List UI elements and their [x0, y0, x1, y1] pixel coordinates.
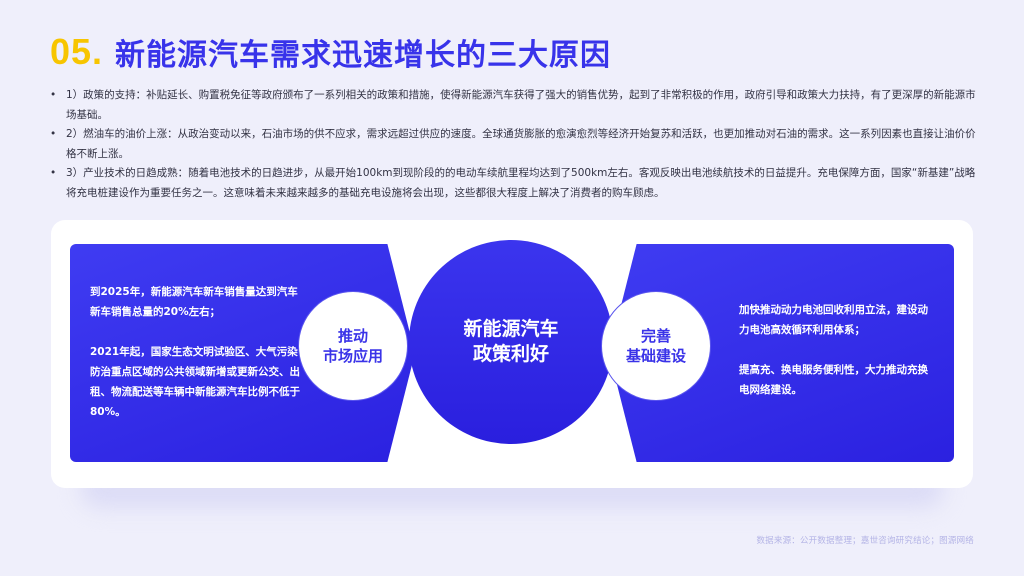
slide-title: 新能源汽车需求迅速增长的三大原因: [115, 38, 612, 73]
slide-header: 05. 新能源汽车需求迅速增长的三大原因: [50, 30, 611, 74]
center-circle: 新能源汽车 政策利好: [409, 240, 613, 444]
center-circle-line: 政策利好: [472, 343, 549, 365]
right-panel-para: 加快推动动力电池回收利用立法，建设动力电池高效循环利用体系；: [739, 304, 928, 336]
right-circle: 完善 基础建设: [601, 291, 711, 401]
bullet-marker: •: [50, 167, 57, 179]
bullet-item: • 1）政策的支持：补贴延长、购置税免征等政府颁布了一系列相关的政策和措施，使得…: [50, 86, 980, 125]
right-panel-text: 加快推动动力电池回收利用立法，建设动力电池高效循环利用体系； 提高充、换电服务便…: [739, 300, 929, 400]
bullet-item: • 3）产业技术的日趋成熟：随着电池技术的日趋进步，从最开始100km到现阶段的…: [50, 164, 980, 203]
bullet-marker: •: [50, 89, 57, 101]
left-panel-text: 到2025年，新能源汽车新车销售量达到汽车新车销售总量的20%左右； 2021年…: [90, 282, 300, 422]
bullet-text: 1）政策的支持：补贴延长、购置税免征等政府颁布了一系列相关的政策和措施，使得新能…: [66, 89, 976, 121]
section-number: 05.: [50, 31, 104, 72]
data-source-note: 数据来源：公开数据整理；嘉世咨询研究结论；图源网络: [756, 536, 974, 546]
bullet-item: • 2）燃油车的油价上涨：从政治变动以来，石油市场的供不应求，需求远超过供应的速…: [50, 125, 980, 164]
bullet-list: • 1）政策的支持：补贴延长、购置税免征等政府颁布了一系列相关的政策和措施，使得…: [50, 86, 980, 203]
right-panel-para: 提高充、换电服务便利性，大力推动充换电网络建设。: [739, 364, 928, 396]
left-panel-para: 2021年起，国家生态文明试验区、大气污染防治重点区域的公共领域新增或更新公交、…: [90, 346, 300, 418]
bullet-text: 3）产业技术的日趋成熟：随着电池技术的日趋进步，从最开始100km到现阶段的的电…: [66, 167, 976, 199]
center-circle-line: 新能源汽车: [463, 318, 559, 340]
left-circle: 推动 市场应用: [298, 291, 408, 401]
left-panel-para: 到2025年，新能源汽车新车销售量达到汽车新车销售总量的20%左右；: [90, 286, 298, 318]
right-circle-line: 基础建设: [625, 347, 686, 365]
bullet-marker: •: [50, 128, 57, 140]
bullet-text: 2）燃油车的油价上涨：从政治变动以来，石油市场的供不应求，需求远超过供应的速度。…: [66, 128, 976, 160]
policy-card: 到2025年，新能源汽车新车销售量达到汽车新车销售总量的20%左右； 2021年…: [51, 220, 973, 488]
left-circle-line: 推动: [337, 327, 368, 345]
right-circle-line: 完善: [640, 327, 671, 345]
left-circle-line: 市场应用: [322, 347, 383, 365]
